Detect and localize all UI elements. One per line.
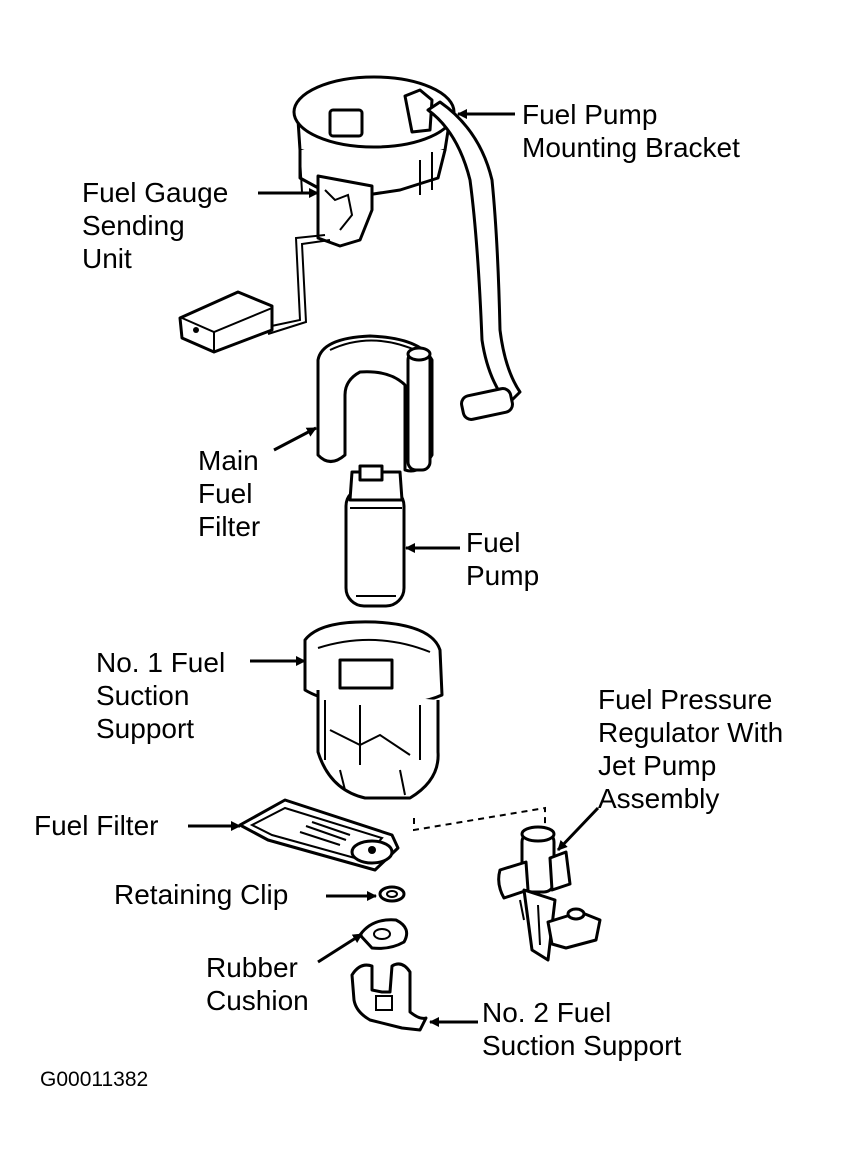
label-no1-suction-support: No. 1 Fuel Suction Support [96, 647, 226, 744]
label-rubber-cushion: Rubber Cushion [206, 952, 309, 1016]
label-fuel-filter: Fuel Filter [34, 810, 159, 841]
label-main-fuel-filter: Main Fuel Filter [198, 445, 261, 542]
label-fuel-pump: Fuel Pump [466, 527, 540, 591]
label-retaining-clip: Retaining Clip [114, 879, 289, 910]
retaining-clip-part [378, 885, 406, 903]
fuel-filter-part [238, 798, 400, 872]
figure-id: G00011382 [40, 1068, 149, 1091]
label-gauge-sending-unit: Fuel Gauge Sending Unit [82, 177, 229, 274]
pressure-regulator-part [497, 825, 602, 962]
label-no2-suction-support: No. 2 Fuel Suction Support [482, 997, 682, 1061]
mounting-bracket-part [292, 75, 456, 248]
connection-dashed-line [413, 806, 546, 832]
gauge-sending-unit-part [178, 234, 331, 354]
label-pressure-regulator: Fuel Pressure Regulator With Jet Pump As… [598, 684, 784, 814]
leader-lines [188, 109, 600, 1027]
no2-suction-support-part [350, 962, 428, 1032]
rubber-cushion-part [358, 918, 409, 950]
fuel-hose-part [426, 100, 522, 421]
fuel-pump-part [344, 464, 406, 608]
no1-suction-support-part [303, 620, 444, 800]
label-mounting-bracket: Fuel Pump Mounting Bracket [522, 99, 740, 163]
main-fuel-filter-part [316, 334, 434, 473]
